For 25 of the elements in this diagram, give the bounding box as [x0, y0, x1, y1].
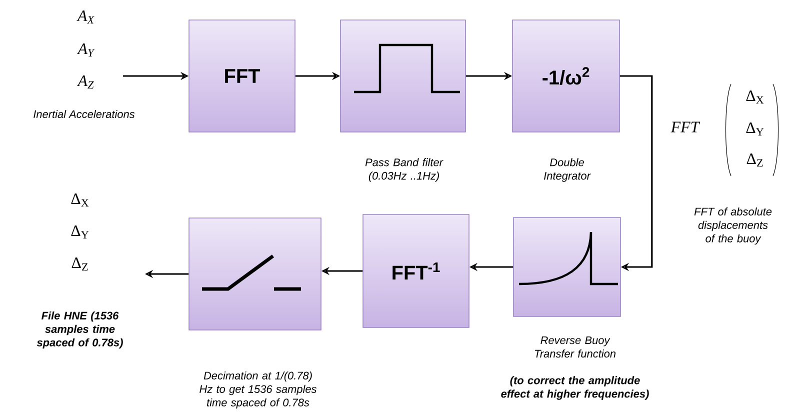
symbol-label: Δ$_{X}$	[746, 90, 764, 104]
symbol-label: A$_{Y}$	[76, 43, 95, 57]
block-caption: (to correct the amplitude effect at higher frequencies)	[501, 376, 649, 400]
symbol-label: A$_{Z}$	[76, 75, 94, 89]
arrow	[620, 75, 653, 272]
symbol-label: Δ$_{Y}$	[71, 225, 89, 239]
filter-box	[188, 218, 322, 330]
process-box: -1/ω$^{2}$	[512, 20, 620, 132]
symbol-label: FFT	[670, 122, 700, 132]
caption: FFT of absolute displacements of the buoy	[694, 207, 772, 245]
output-note: File HNE (1536 samples time spaced of 0.78s)	[36, 311, 123, 349]
filter-box	[340, 20, 466, 132]
symbol-label: Δ$_{Y}$	[746, 122, 764, 136]
block-caption: Pass Band filter (0.03Hz ..1Hz)	[365, 158, 444, 182]
symbol-label: Δ$_{X}$	[71, 193, 89, 207]
symbol-label: Δ$_{Z}$	[72, 257, 88, 271]
process-box: FFT	[188, 20, 296, 132]
process-box: FFT$^{-1}$	[362, 214, 470, 328]
block-caption: Double Integrator	[544, 158, 591, 182]
filter-box	[513, 217, 621, 317]
symbol-label: Δ$_{Z}$	[746, 153, 763, 167]
symbol-label: A$_{X}$	[76, 10, 94, 24]
caption: Inertial Accelerations	[34, 110, 135, 118]
block-caption: Reverse Buoy Transfer function	[534, 336, 616, 358]
block-caption: Decimation at 1/(0.78) Hz to get 1536 samples time spaced of 0.78s	[200, 371, 317, 409]
